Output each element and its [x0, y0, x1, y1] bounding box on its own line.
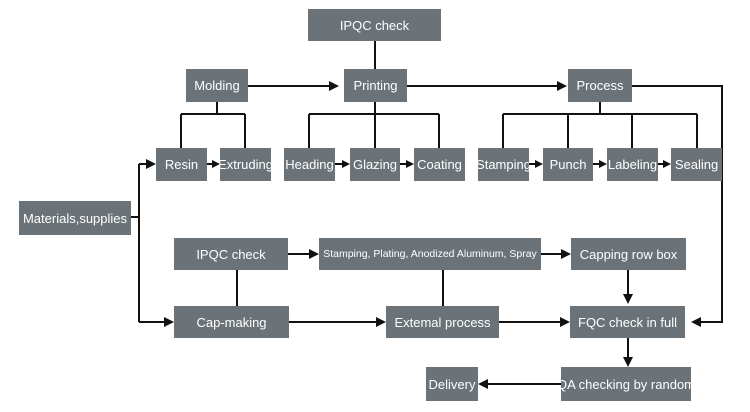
arrow-head: [535, 160, 543, 168]
arrow-head: [212, 160, 220, 168]
arrow-head: [376, 317, 386, 327]
node-materials-supplies: Materials,supplies: [19, 201, 131, 235]
arrow-head: [557, 81, 567, 91]
arrow-head: [309, 249, 319, 259]
node-heading: Heading: [284, 148, 335, 181]
node-resin: Resin: [156, 148, 207, 181]
node-stamping: Stamping: [478, 148, 529, 181]
arrow-head: [623, 357, 633, 367]
arrow-head: [663, 160, 671, 168]
node-ipqc-check-top: IPQC check: [308, 9, 441, 41]
node-extruding: Extruding: [220, 148, 271, 181]
node-delivery: Delivery: [426, 367, 478, 401]
node-printing: Printing: [344, 69, 407, 102]
arrow-head: [146, 159, 156, 169]
node-sealing: Sealing: [671, 148, 722, 181]
arrow-head: [342, 160, 350, 168]
arrow-head: [561, 249, 571, 259]
arrow-head: [478, 379, 488, 389]
node-coating: Coating: [414, 148, 465, 181]
arrow-head: [560, 317, 570, 327]
node-external-process: Extemal process: [386, 306, 499, 338]
arrow-head: [406, 160, 414, 168]
node-punch: Punch: [543, 148, 593, 181]
node-glazing: Glazing: [350, 148, 400, 181]
arrow-head: [599, 160, 607, 168]
node-qa-checking: QA checking by random: [561, 367, 691, 401]
node-fqc-check: FQC check in full: [570, 306, 685, 338]
connector-line: [632, 85, 723, 323]
arrow-head: [691, 317, 701, 327]
node-cap-making: Cap-making: [174, 306, 289, 338]
node-finishing-processes: Stamping, Plating, Anodized Aluminum, Sp…: [319, 238, 541, 270]
arrow-head: [623, 294, 633, 304]
arrow-head: [329, 81, 339, 91]
node-process: Process: [568, 69, 632, 102]
node-ipqc-check-mid: IPQC check: [174, 238, 288, 270]
node-molding: Molding: [186, 69, 248, 102]
node-capping-row-box: Capping row box: [571, 238, 686, 270]
arrow-head: [164, 317, 174, 327]
node-labeling: Labeling: [607, 148, 658, 181]
